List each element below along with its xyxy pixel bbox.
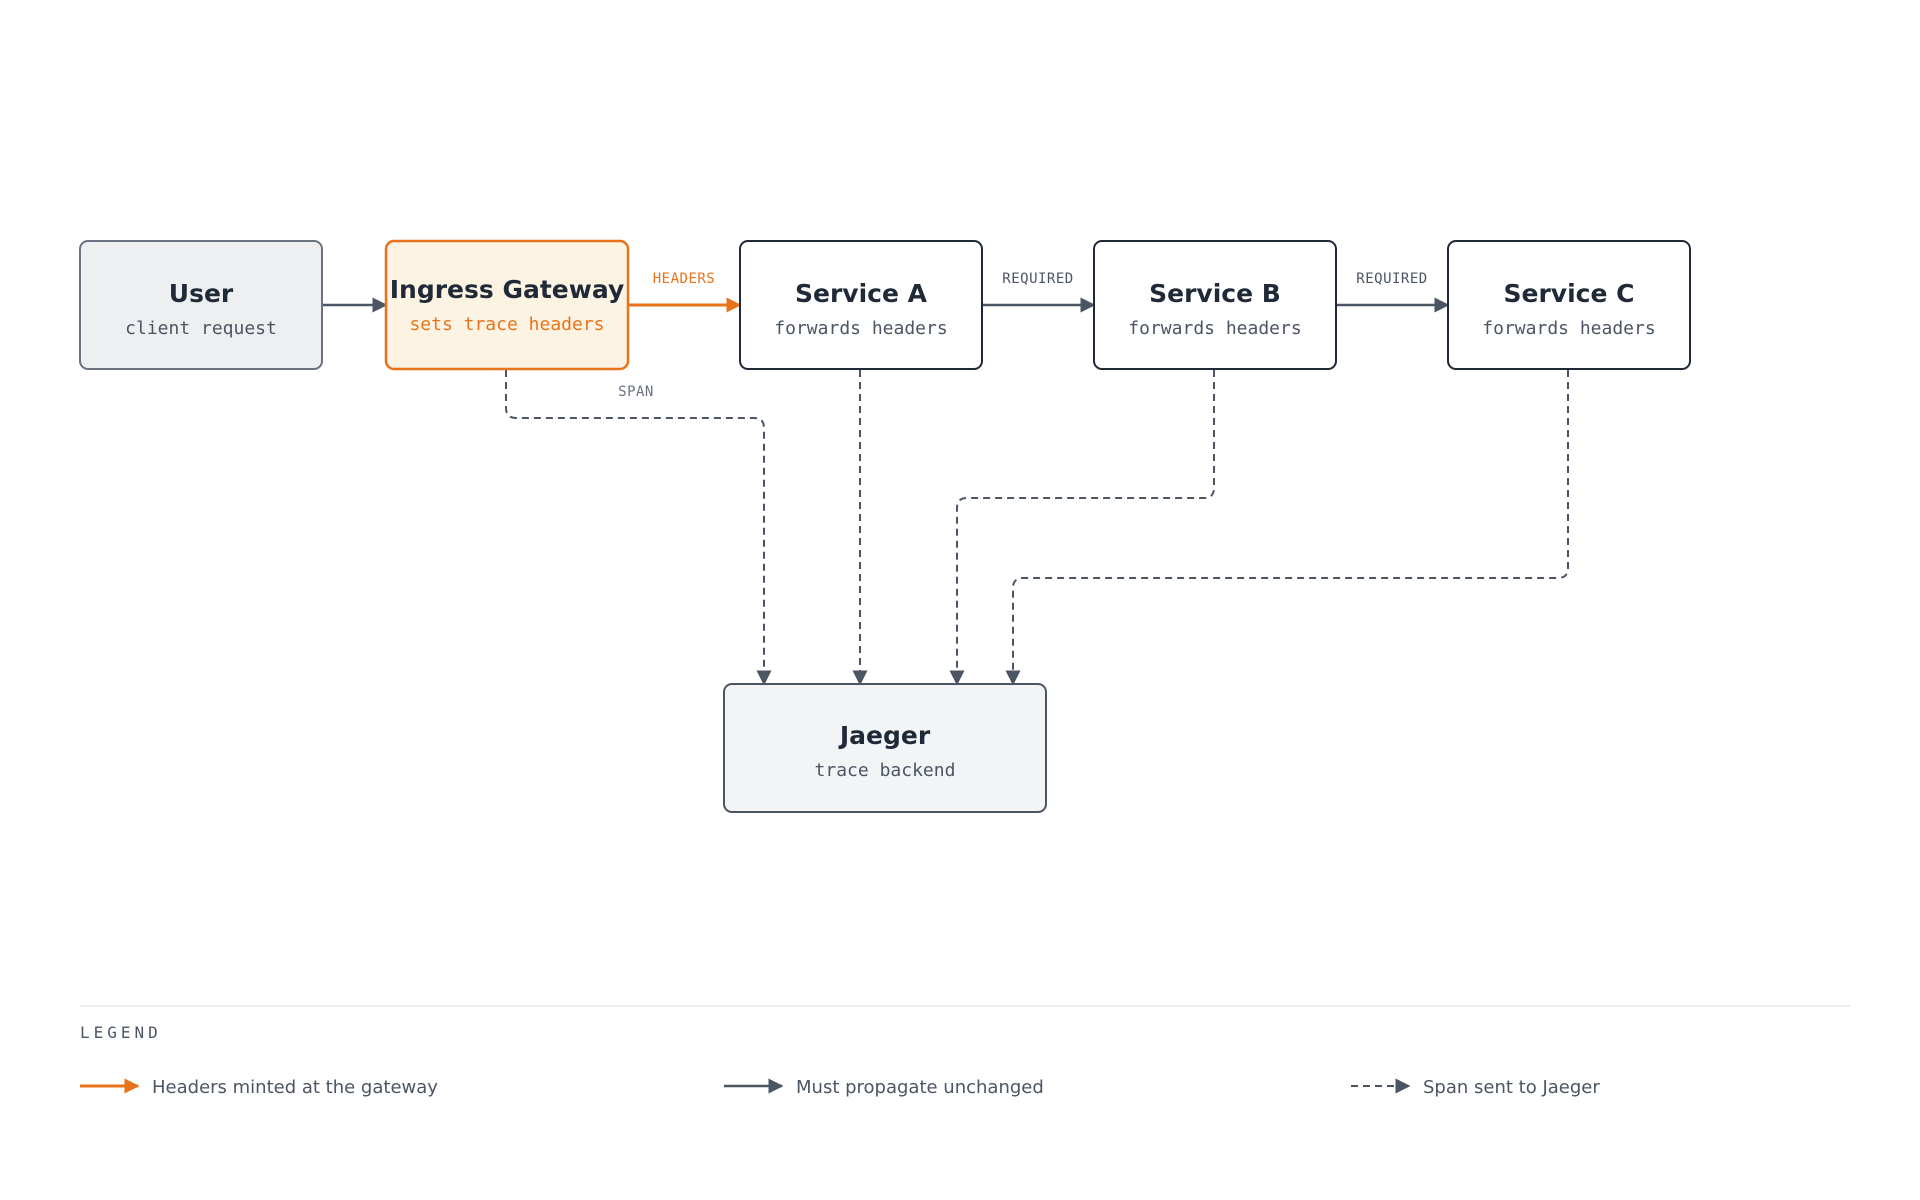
node-gateway-subtitle: sets trace headers xyxy=(409,314,604,335)
legend-heading: LEGEND xyxy=(80,1023,162,1042)
node-jaeger-subtitle: trace backend xyxy=(815,760,956,781)
node-user-title: User xyxy=(169,279,234,308)
node-ingress-gateway: Ingress Gateway sets trace headers xyxy=(384,239,630,371)
edge-label-headers: HEADERS xyxy=(653,271,716,287)
node-service-b: Service B forwards headers xyxy=(1093,240,1337,370)
legend: LEGEND Headers minted at the gateway Mus… xyxy=(80,1005,1850,1098)
node-service-b-subtitle: forwards headers xyxy=(1128,318,1301,339)
legend-item-span-sent: Span sent to Jaeger xyxy=(1351,1077,1600,1098)
node-jaeger: Jaeger trace backend xyxy=(723,683,1047,813)
span-edge-gateway-to-jaeger xyxy=(505,370,772,686)
node-service-c-subtitle: forwards headers xyxy=(1482,318,1655,339)
node-user: User client request xyxy=(79,240,323,370)
edge-label-required-b-c: REQUIRED xyxy=(1356,271,1427,287)
legend-item-label: Span sent to Jaeger xyxy=(1423,1077,1600,1098)
node-user-subtitle: client request xyxy=(125,318,277,339)
node-service-b-title: Service B xyxy=(1149,279,1281,308)
legend-item-gateway-headers: Headers minted at the gateway xyxy=(80,1077,438,1098)
node-service-c-title: Service C xyxy=(1504,279,1635,308)
legend-item-label: Must propagate unchanged xyxy=(796,1077,1044,1098)
node-service-a: Service A forwards headers xyxy=(739,240,983,370)
legend-item-must-propagate: Must propagate unchanged xyxy=(724,1077,1044,1098)
span-edge-service-b-to-jaeger xyxy=(949,370,1215,686)
legend-item-label: Headers minted at the gateway xyxy=(152,1077,438,1098)
node-service-c: Service C forwards headers xyxy=(1447,240,1691,370)
edge-label-required-a-b: REQUIRED xyxy=(1002,271,1073,287)
edge-label-span: SPAN xyxy=(618,384,654,400)
node-gateway-title: Ingress Gateway xyxy=(390,275,625,304)
span-edge-service-c-to-jaeger xyxy=(1005,370,1569,686)
node-service-a-subtitle: forwards headers xyxy=(774,318,947,339)
node-service-a-title: Service A xyxy=(795,279,928,308)
node-jaeger-title: Jaeger xyxy=(838,721,931,750)
